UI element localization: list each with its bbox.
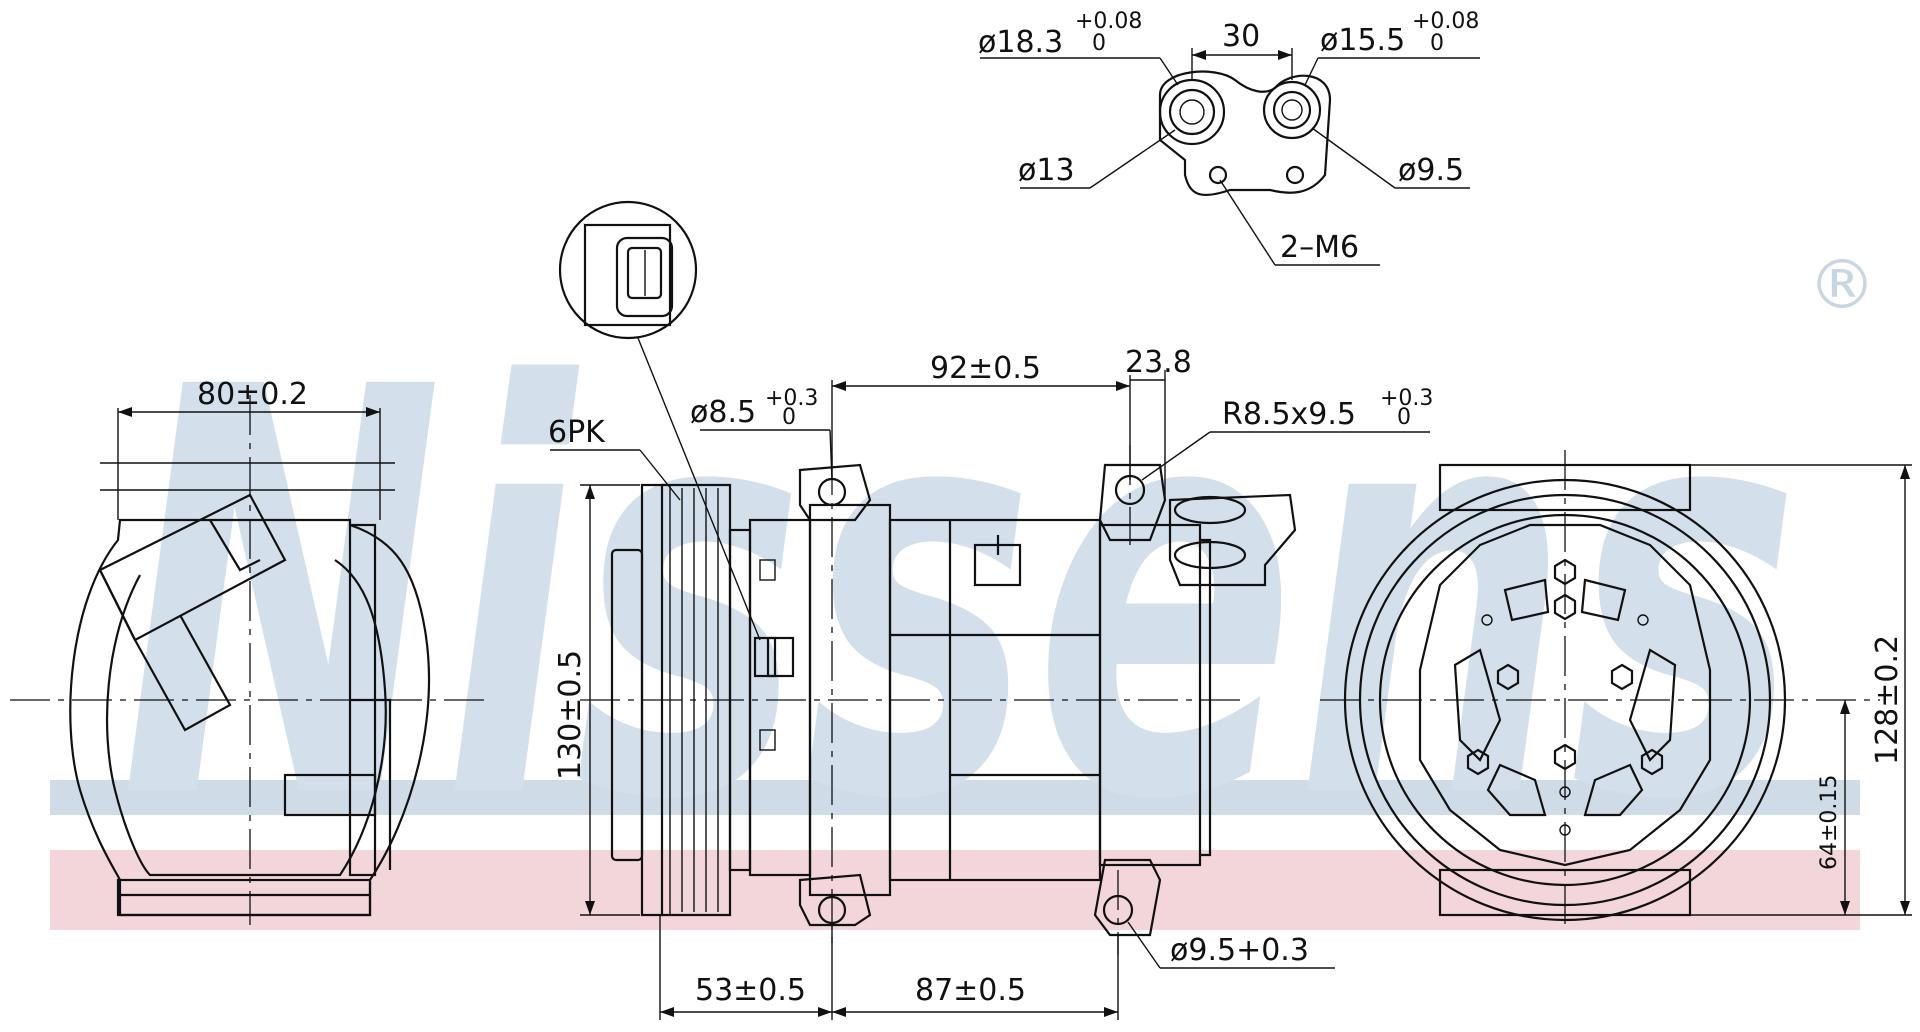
dim-hole-spacing-bottom: 87±0.5 xyxy=(915,973,1026,1008)
dim-port-large-dia: ø18.3 xyxy=(978,25,1063,60)
dim-slot-tol-top: +0.3 xyxy=(1380,386,1433,411)
blue-band xyxy=(50,780,1860,815)
dim-mount-hole-top-tol-top: +0.3 xyxy=(765,386,818,411)
side-view: 6PK 130±0.5 92±0.5 23.8 ø8.5 +0.3 0 R8.5… xyxy=(548,200,1433,1020)
dim-mount-hole-top: ø8.5 xyxy=(690,395,756,430)
dim-mount-hole-bottom: ø9.5+0.3 xyxy=(1170,933,1309,968)
dim-hole-spacing-top: 92±0.5 xyxy=(930,351,1041,386)
dim-port-small-inner: ø9.5 xyxy=(1398,153,1464,188)
rear-view: 128±0.2 64±0.15 xyxy=(1320,450,1912,930)
dim-port-large-tol-bottom: 0 xyxy=(1092,31,1106,56)
port-detail: 30 ø18.3 +0.08 0 ø15.5 +0.08 0 ø13 ø9.5 … xyxy=(978,9,1480,266)
dim-port-thread: 2–M6 xyxy=(1280,230,1359,265)
dim-rear-offset: 23.8 xyxy=(1125,345,1192,380)
dim-port-small-tol-bottom: 0 xyxy=(1430,31,1444,56)
dim-rear-height: 128±0.2 xyxy=(1870,635,1905,765)
dim-slot-tol-bottom: 0 xyxy=(1397,405,1411,430)
dim-pulley-to-hole: 53±0.5 xyxy=(695,973,806,1008)
dim-port-spacing: 30 xyxy=(1222,19,1260,54)
dim-port-small-dia: ø15.5 xyxy=(1320,23,1405,58)
dim-rear-center-height: 64±0.15 xyxy=(1817,775,1842,870)
dim-slot: R8.5x9.5 xyxy=(1222,397,1356,432)
dim-pulley-type: 6PK xyxy=(548,415,606,450)
dim-port-large-inner: ø13 xyxy=(1018,153,1075,188)
dim-pulley-dia: 130±0.5 xyxy=(553,650,588,780)
registered-mark: ® xyxy=(1808,246,1876,325)
front-view: 80±0.2 xyxy=(10,377,490,925)
dim-port-large-tol-top: +0.08 xyxy=(1075,9,1142,34)
dim-front-width: 80±0.2 xyxy=(197,377,308,412)
dim-mount-hole-top-tol-bottom: 0 xyxy=(782,405,796,430)
dim-port-small-tol-top: +0.08 xyxy=(1412,9,1479,34)
